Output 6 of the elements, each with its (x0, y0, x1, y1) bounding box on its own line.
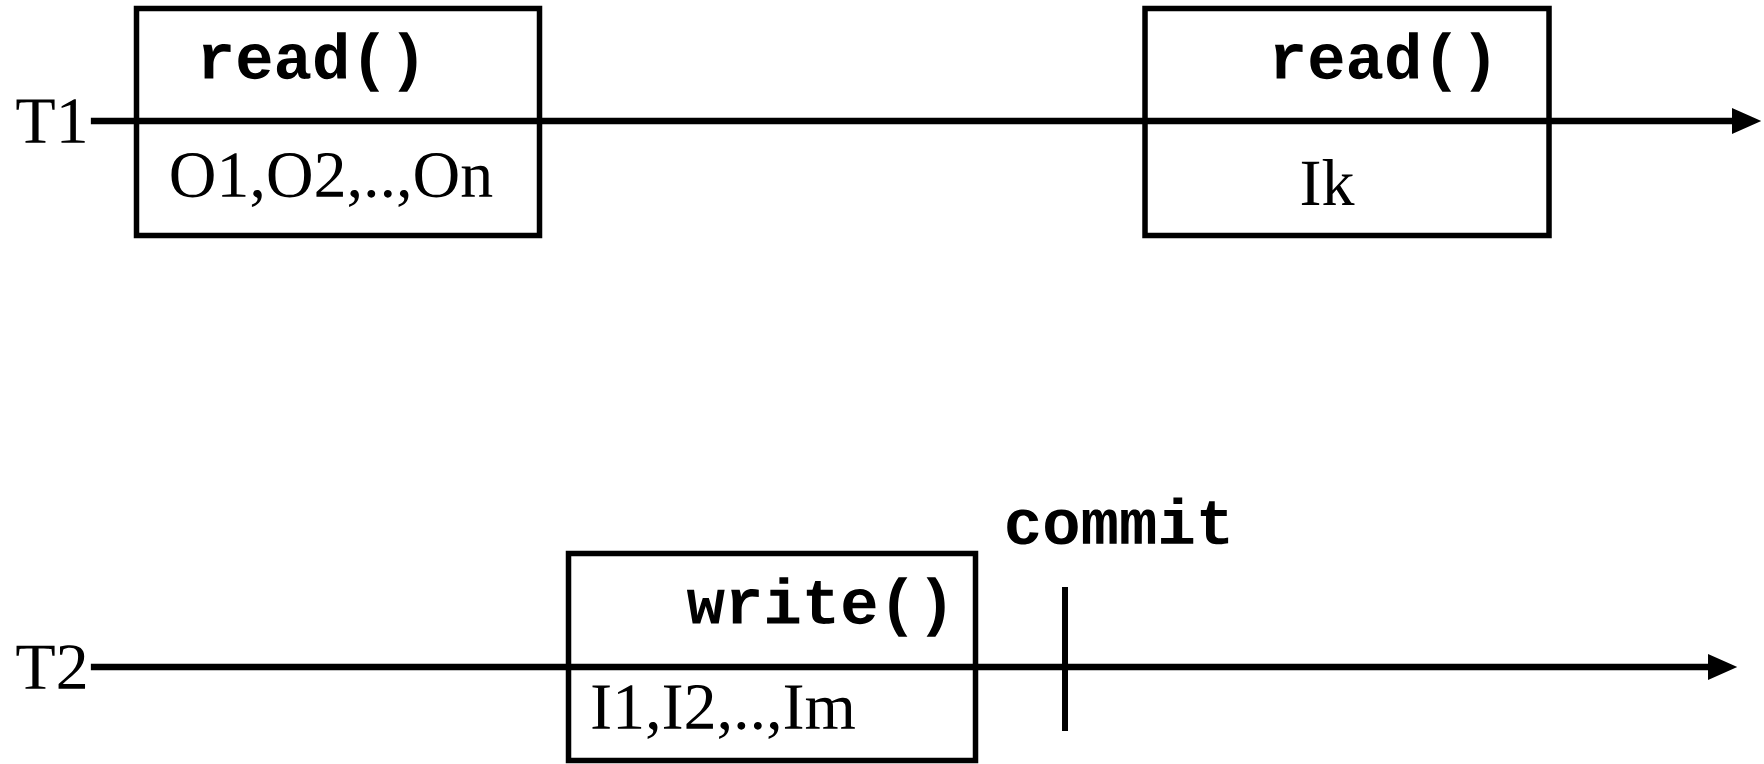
timeline-label: T1 (16, 99, 85, 143)
commit-label: commit (1007, 497, 1229, 545)
operation-box: read() Ik (1142, 5, 1552, 239)
operation-box: write() I1,I2,..,Im (565, 550, 979, 764)
operation-box: read() O1,O2,..,On (133, 5, 543, 239)
timeline-label: T2 (16, 645, 86, 689)
